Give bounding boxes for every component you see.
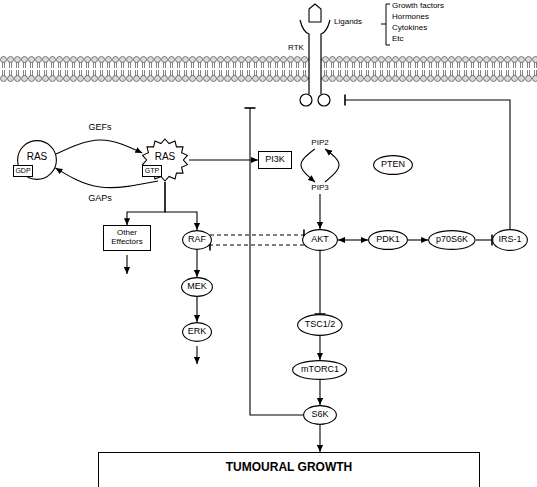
activation-arrow [325,149,339,182]
node-label: ERK [188,327,207,337]
node-label: RAF [188,235,206,245]
node-label: IRS-1 [498,235,521,245]
ligand-type-label: Growth factors [392,2,444,11]
receptor: RTK [244,20,345,108]
ligand-symbol [309,4,321,22]
node-label: MEK [187,282,207,292]
ligand-type-label: Hormones [392,13,429,22]
ellipse-shape [183,323,212,342]
activation-arrow [319,425,320,452]
node-label: S6K [311,410,328,420]
protein-ellipse: PDK1 [368,230,408,250]
activation-arrow [338,239,368,240]
protein-ellipse: S6K [303,405,337,425]
receptor-symbol [300,4,330,106]
activation-arrow [56,140,142,154]
protein-ellipse: AKT [302,229,338,251]
ellipse-shape [429,231,475,250]
ellipse-shape [298,315,342,336]
activation-arrow [319,336,320,360]
activation-arrow [301,149,315,182]
downstream-arrow [126,255,127,274]
protein-ellipse: p70S6K [428,230,476,250]
node-label: PI3K [265,155,285,165]
ras-gdp-circle: RAS GDP [17,140,57,180]
protein-ellipse: MEK [181,277,213,297]
receptor-domain [300,94,312,106]
inhibition-connector [210,234,304,235]
molecule-label: PIP2 [308,137,332,149]
ligand-label: Ligands [334,18,362,27]
edge-label: GAPs [87,194,113,204]
receptor-right-arm [321,20,330,94]
process-box: Other Effectors [103,225,151,251]
ellipse-shape [182,278,213,297]
burst-shape [143,139,188,181]
cell-membrane [0,56,537,82]
activation-arrow [408,239,428,240]
edge-label: GEFs [87,123,112,133]
gtp-tag: GTP [142,165,162,177]
node-label: mTORC1 [301,365,339,375]
activation-arrow [319,380,320,405]
molecule-label: PIP3 [308,182,332,194]
protein-ellipse: ERK [182,322,212,342]
ligand-type-label: Cytokines [392,24,427,33]
activation-arrow [196,297,197,322]
protein-ellipse: mTORC1 [292,360,347,380]
protein-ellipse: TSC1/2 [297,314,343,336]
ligand-bracket [381,4,390,45]
node-label: TUMOURAL GROWTH [226,461,352,474]
inhibition-connector [319,251,320,314]
activation-arrow [127,182,165,225]
node-label: PIP2 [311,139,328,148]
protein-ellipse: PTEN [373,155,413,175]
receptor-domain [318,94,330,106]
node-label: PTEN [381,160,405,170]
inhibition-connector [476,239,492,240]
gdp-tag: GDP [13,165,33,177]
ellipse-shape [303,230,338,251]
ligand-type-label: Etc [392,35,404,44]
process-box: PI3K [258,151,292,169]
node-label: Other Effectors [107,229,147,247]
node-label: GTP [145,167,159,175]
activation-arrow [189,159,258,160]
protein-ellipse: IRS-1 [492,229,528,251]
node-label: TSC1/2 [305,320,336,330]
activation-arrow [196,250,197,277]
ellipse-shape [493,230,528,251]
ellipse-shape [183,231,212,250]
downstream-arrow [196,346,197,364]
activation-arrow [165,182,197,230]
node-label: RTK [288,44,304,53]
protein-ellipse: RAF [182,230,212,250]
ellipse-shape [304,406,337,425]
receptor-left-arm [300,20,309,94]
node-label: GDP [15,167,30,175]
ellipse-shape [293,361,347,380]
node-label: p70S6K [436,235,468,245]
node-label: PDK1 [376,235,400,245]
node-label: RAS [155,151,176,162]
receptor-body [309,33,321,94]
inhibition-connector [345,100,510,229]
ellipse-shape [374,156,413,175]
activation-arrow [319,194,320,229]
node-label: PIP3 [311,184,328,193]
node-label: RAS [27,151,48,162]
ras-gtp-burst: RAS GTP [141,138,189,182]
outcome-box: TUMOURAL GROWTH [98,452,480,487]
inhibition-connector [210,244,304,245]
ellipse-shape [369,231,408,250]
node-label: AKT [311,235,329,245]
